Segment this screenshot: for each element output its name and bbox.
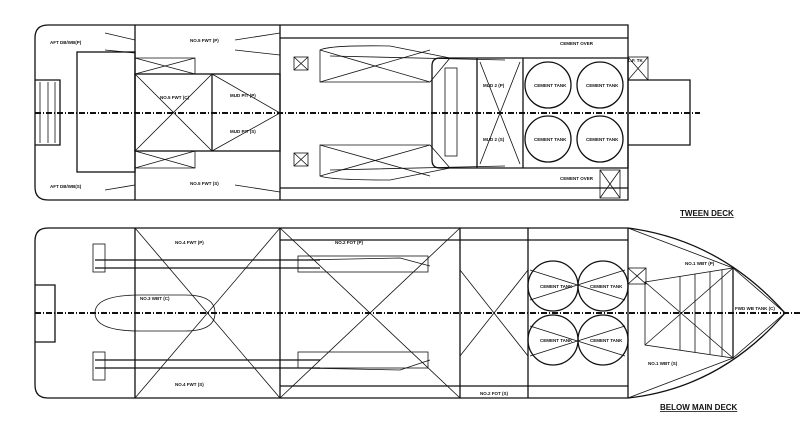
below-main-deck-plan: NO.4 FWT (P) NO.4 FWT (S) NO.3 WBT (C) N… <box>34 227 800 412</box>
cement-tank-label: CEMENT TANK <box>586 83 619 88</box>
tween-deck-title: TWEEN DECK <box>680 209 734 218</box>
label: NO.4 FWT (P) <box>175 240 204 245</box>
label: CEMENT OVER <box>560 176 594 181</box>
cement-tank-label: CEMENT TANK <box>540 338 573 343</box>
label: NO.4 FWT (S) <box>175 382 204 387</box>
label: NO.5 FWT (C) <box>160 95 189 100</box>
below-hull-outline <box>34 227 786 399</box>
label: AFT DB/WB(P) <box>50 40 82 45</box>
tween-hull-outline <box>34 24 629 201</box>
label: NO.1 WBT (P) <box>685 261 715 266</box>
label: L.F. TK <box>628 58 643 63</box>
cement-tank-label: CEMENT TANK <box>590 338 623 343</box>
tween-deck-plan: AFT DB/WB(P) AFT DB/WB(S) NO.5 FWT (P) N… <box>34 24 734 218</box>
label: MUD PIT (S) <box>230 129 256 134</box>
label: NO.5 FWT (S) <box>190 181 219 186</box>
cement-tank-label: CEMENT TANK <box>534 137 567 142</box>
cement-tank-label: CEMENT TANK <box>590 284 623 289</box>
label: NO.2 FOT (S) <box>480 391 509 396</box>
label: NO.3 WBT (C) <box>140 296 170 301</box>
label: CEMENT OVER <box>560 41 594 46</box>
cement-tank-label: CEMENT TANK <box>586 137 619 142</box>
label: MUD 2 (P) <box>483 83 505 88</box>
below-main-deck-title: BELOW MAIN DECK <box>660 403 738 412</box>
label: FWD WB TANK (C) <box>735 306 775 311</box>
cement-tank-label: CEMENT TANK <box>534 83 567 88</box>
label: MUD PIT (P) <box>230 93 256 98</box>
label: MUD 2 (S) <box>483 137 505 142</box>
label: NO.1 WBT (S) <box>648 361 678 366</box>
label: AFT DB/WB(S) <box>50 184 82 189</box>
cement-tank-label: CEMENT TANK <box>540 284 573 289</box>
label: NO.2 FOT (P) <box>335 240 364 245</box>
label: NO.5 FWT (P) <box>190 38 219 43</box>
